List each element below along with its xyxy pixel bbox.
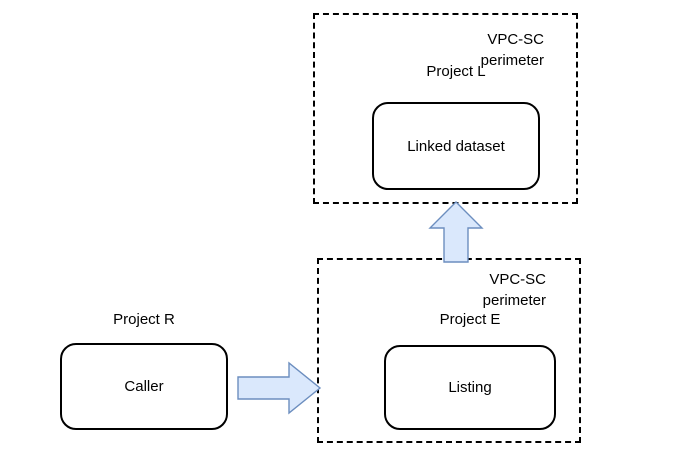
node-linked-dataset[interactable]: Linked dataset (372, 102, 540, 190)
node-caller[interactable]: Caller (60, 343, 228, 430)
vpc-sc-perimeter-project-l: VPC-SC perimeter (313, 13, 578, 204)
arrow-right-caller-to-listing (237, 361, 322, 415)
node-listing[interactable]: Listing (384, 345, 556, 430)
perimeter-label-project-e: VPC-SC perimeter (482, 271, 546, 309)
node-linked-dataset-label: Linked dataset (407, 137, 505, 155)
arrow-right-icon (237, 361, 322, 415)
arrow-up-listing-to-linked-dataset (428, 201, 484, 263)
project-label-e: Project E (439, 311, 501, 328)
project-label-r: Project R (113, 311, 175, 328)
node-listing-label: Listing (448, 379, 492, 396)
arrow-up-icon (428, 201, 484, 263)
project-label-l: Project L (426, 63, 486, 80)
perimeter-label-project-l: VPC-SC perimeter (480, 31, 544, 69)
node-caller-label: Caller (124, 378, 164, 395)
